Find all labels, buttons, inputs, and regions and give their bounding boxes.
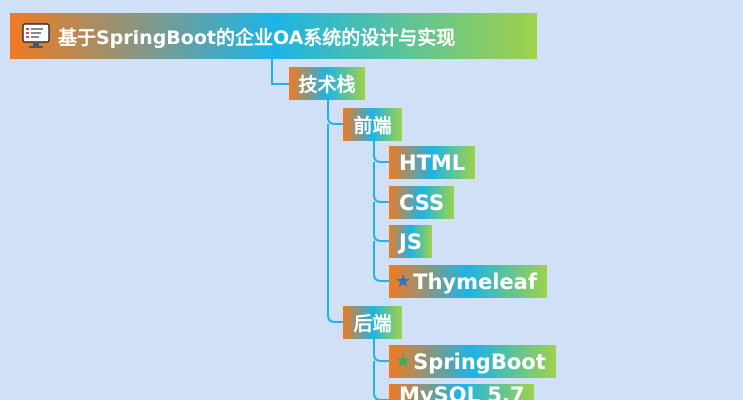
monitor-icon [22, 23, 50, 49]
mysql-label: MySQL 5.7 [399, 384, 525, 400]
tech-stack-label: 技术栈 [298, 74, 356, 96]
springboot-node[interactable]: ★ SpringBoot [389, 345, 556, 378]
springboot-label: SpringBoot [413, 349, 546, 374]
root-node[interactable]: 基于SpringBoot的企业OA系统的设计与实现 [10, 13, 537, 59]
tech-stack-node[interactable]: 技术栈 [289, 67, 365, 100]
html-node[interactable]: HTML [389, 146, 476, 179]
frontend-node[interactable]: 前端 [343, 108, 402, 141]
thymeleaf-node[interactable]: ★ Thymeleaf [389, 265, 547, 298]
html-label: HTML [399, 150, 466, 175]
backend-node[interactable]: 后端 [343, 306, 402, 339]
frontend-label: 前端 [353, 115, 392, 137]
star-icon: ★ [395, 350, 412, 372]
star-icon: ★ [395, 270, 412, 292]
root-title: 基于SpringBoot的企业OA系统的设计与实现 [58, 26, 456, 49]
backend-label: 后端 [353, 313, 392, 335]
mysql-node[interactable]: MySQL 5.7 [389, 384, 535, 400]
js-node[interactable]: JS [389, 225, 432, 258]
css-node[interactable]: CSS [389, 186, 455, 219]
thymeleaf-label: Thymeleaf [413, 269, 537, 294]
css-label: CSS [399, 190, 445, 215]
js-label: JS [399, 229, 422, 254]
